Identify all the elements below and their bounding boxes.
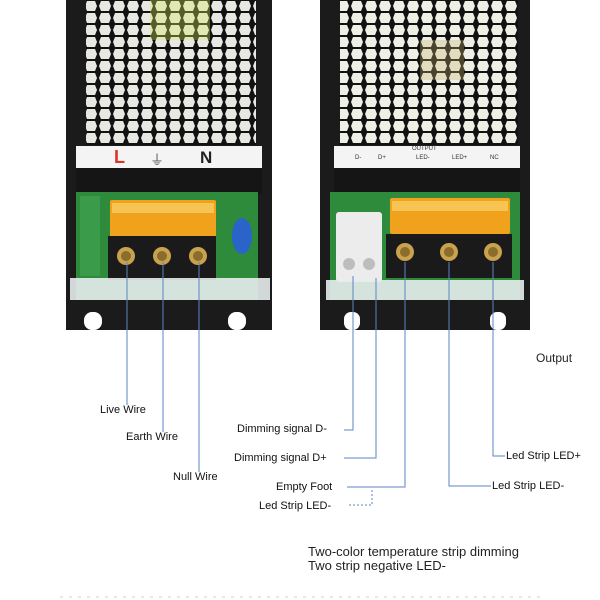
label-empty-foot: Empty Foot [276,481,333,493]
caption-line-2: Two strip negative LED- [308,558,447,573]
output-header: OUTPUT [412,146,437,152]
label-live-wire: Live Wire [100,404,146,416]
live-terminal-mark: L [114,147,125,167]
input-unit [66,0,272,330]
leader-lines [126,262,505,506]
label-earth-wire: Earth Wire [126,431,178,443]
pin-label-led-minus: LED- [416,155,430,161]
label-dimming-minus: Dimming signal D- [237,423,327,435]
input-vent-grille [86,0,256,145]
label-led-strip-minus-left: Led Strip LED- [259,500,332,512]
output-vent-grille [340,0,518,145]
label-led-strip-minus-right: Led Strip LED- [492,480,565,492]
pin-label-nc: NC [490,155,499,161]
ground-symbol-icon: ⏚ [150,152,164,168]
output-label-strip [334,146,520,168]
label-output: Output [536,351,573,365]
label-dimming-plus: Dimming signal D+ [234,452,327,464]
pin-label-d-minus: D- [355,155,362,161]
input-label-strip [76,146,262,168]
label-led-strip-plus: Led Strip LED+ [506,450,581,462]
dimming-connector [336,212,382,282]
caption-line-1: Two-color temperature strip dimming [308,544,519,559]
neutral-terminal-mark: N [200,148,213,167]
label-null-wire: Null Wire [173,471,218,483]
pin-label-led-plus: LED+ [452,155,468,161]
pin-label-d-plus: D+ [378,155,386,161]
output-unit [320,0,530,330]
